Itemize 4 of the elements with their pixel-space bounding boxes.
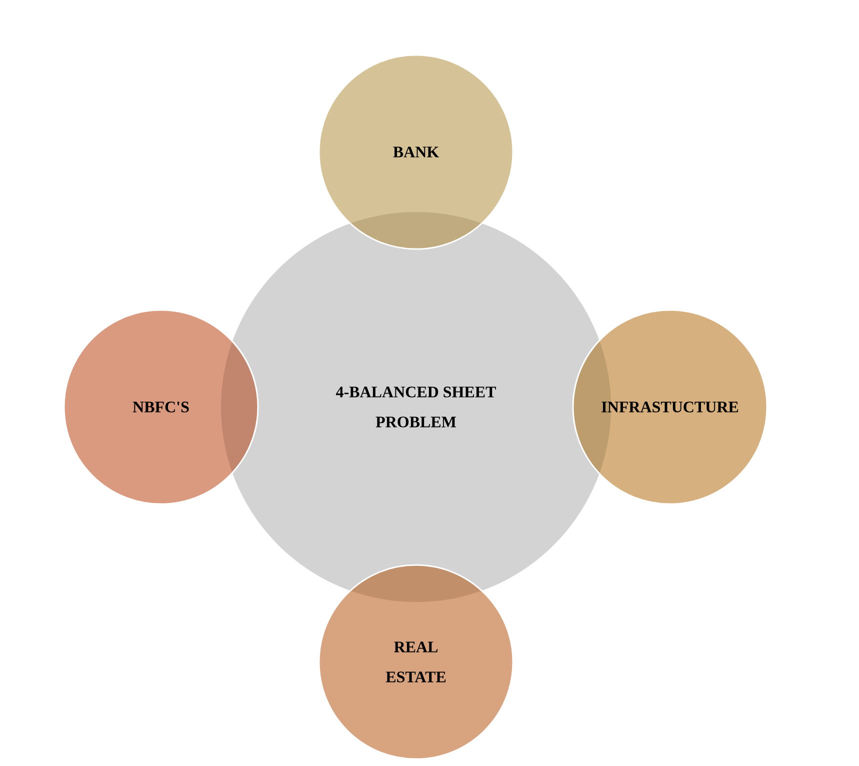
circle-node: BANK bbox=[318, 54, 514, 250]
circle-node: REAL ESTATE bbox=[318, 564, 514, 760]
circle-node: INFRASTUCTURE bbox=[572, 309, 768, 505]
circle-node: NBFC'S bbox=[63, 309, 259, 505]
